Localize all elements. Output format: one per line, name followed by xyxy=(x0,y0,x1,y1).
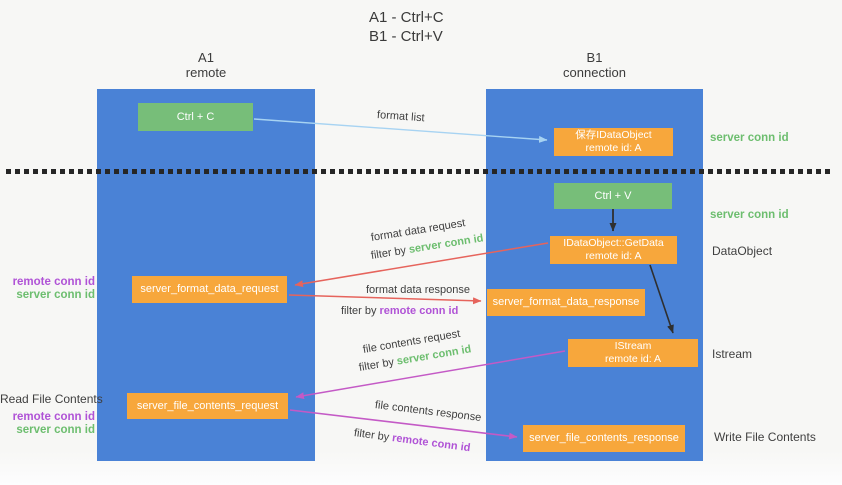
box-server-format-data-request-label: server_format_data_request xyxy=(140,283,279,295)
box-getdata-line2: remote id: A xyxy=(585,250,642,262)
filter-by-text: filter by xyxy=(341,305,377,317)
box-server-file-contents-request: server_file_contents_request xyxy=(127,393,288,419)
filter-by-text: filter by xyxy=(353,427,390,444)
label-format-data-response: format data response xyxy=(366,284,470,296)
remote-conn-id-text: remote conn id xyxy=(379,305,459,317)
box-ctrl-c-label: Ctrl + C xyxy=(176,110,215,123)
box-istream-line2: remote id: A xyxy=(604,353,662,365)
label-conn-ids-left-top: remote conn id server conn id xyxy=(0,276,95,302)
column-a1-subtitle: remote xyxy=(185,65,227,80)
box-server-format-data-request: server_format_data_request xyxy=(132,276,287,303)
filter-by-text: filter by xyxy=(358,356,395,374)
column-header-a1: A1 remote xyxy=(97,50,315,80)
box-server-format-data-response: server_format_data_response xyxy=(487,289,645,316)
box-ctrl-c: Ctrl + C xyxy=(138,103,253,131)
box-save-idataobject: 保存IDataObject remote id: A xyxy=(554,128,673,156)
label-dataobject: DataObject xyxy=(712,244,773,258)
box-istream: IStream remote id: A xyxy=(568,339,698,367)
box-save-idataobject-line1: 保存IDataObject xyxy=(575,129,652,141)
label-server-conn-id-left-top: server conn id xyxy=(16,289,95,301)
label-server-conn-id-right-top: server conn id xyxy=(710,132,789,144)
box-idataobject-getdata: IDataObject::GetData remote id: A xyxy=(550,236,677,264)
label-remote-conn-id-left-top: remote conn id xyxy=(12,276,95,288)
label-remote-conn-id-left-bottom: remote conn id xyxy=(12,411,95,423)
label-server-conn-id-right-mid: server conn id xyxy=(710,209,789,221)
box-ctrl-v: Ctrl + V xyxy=(554,183,672,209)
box-getdata-line1: IDataObject::GetData xyxy=(563,237,664,249)
box-server-format-data-response-label: server_format_data_response xyxy=(492,296,640,308)
label-conn-ids-left-bottom: remote conn id server conn id xyxy=(0,411,95,437)
column-a1-name: A1 xyxy=(198,50,214,65)
label-format-list: format list xyxy=(376,109,425,125)
box-ctrl-v-label: Ctrl + V xyxy=(594,189,632,202)
label-file-contents-response: file contents response xyxy=(374,399,482,424)
label-filter-by-remote-conn-id-2: filter byremote conn id xyxy=(353,427,471,454)
column-header-b1: B1 connection xyxy=(486,50,703,80)
filter-by-text: filter by xyxy=(370,244,407,262)
label-server-conn-id-left-bottom: server conn id xyxy=(16,424,95,436)
column-b1-name: B1 xyxy=(586,50,603,65)
box-server-file-contents-response-label: server_file_contents_response xyxy=(529,432,679,444)
column-b1-subtitle: connection xyxy=(563,65,626,80)
box-save-idataobject-line2: remote id: A xyxy=(585,142,642,154)
label-read-file-contents: Read File Contents xyxy=(0,392,103,406)
box-istream-line1: IStream xyxy=(614,340,652,352)
title-line-1: A1 - Ctrl+C xyxy=(369,9,444,26)
diagram-title: A1 - Ctrl+C B1 - Ctrl+V xyxy=(369,8,444,46)
label-write-file-contents: Write File Contents xyxy=(714,430,816,444)
box-server-file-contents-response: server_file_contents_response xyxy=(523,425,685,452)
dashed-separator-line xyxy=(6,169,832,174)
remote-conn-id-text: remote conn id xyxy=(391,432,472,455)
label-istream: Istream xyxy=(712,347,753,361)
title-line-2: B1 - Ctrl+V xyxy=(369,28,443,45)
box-server-file-contents-request-label: server_file_contents_request xyxy=(136,399,279,412)
